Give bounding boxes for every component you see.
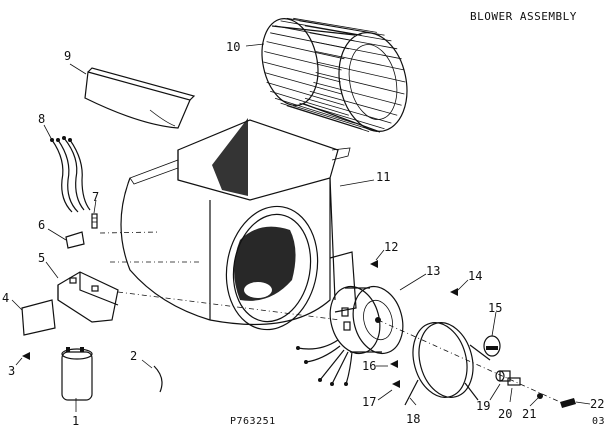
spacer bbox=[495, 370, 511, 382]
mount-screw-16 bbox=[390, 360, 398, 368]
part-label-9: 9 bbox=[64, 49, 71, 63]
cage-blade bbox=[309, 90, 398, 116]
cage-blade bbox=[266, 41, 345, 60]
part-label-2: 2 bbox=[130, 349, 137, 363]
part-label-5: 5 bbox=[38, 251, 45, 265]
capacitor-plate bbox=[21, 299, 56, 336]
motor-mount bbox=[404, 322, 491, 406]
centerline bbox=[377, 319, 561, 403]
cage-blade bbox=[280, 20, 362, 36]
housing-screw bbox=[370, 260, 378, 268]
capacitor-clip bbox=[65, 231, 85, 249]
cage-blade bbox=[313, 41, 402, 60]
part-label-6: 6 bbox=[38, 218, 45, 232]
cage-blade bbox=[309, 32, 398, 50]
cage-blade bbox=[299, 102, 385, 130]
centerline bbox=[99, 231, 161, 234]
cage-blade bbox=[313, 82, 402, 106]
cage-blade bbox=[315, 51, 405, 71]
bolt bbox=[560, 398, 576, 408]
part-label-13: 13 bbox=[426, 264, 440, 278]
cage-blade bbox=[286, 105, 370, 132]
cage-blade bbox=[270, 90, 349, 116]
part-label-1: 1 bbox=[72, 414, 79, 428]
nut bbox=[537, 393, 543, 399]
cage-blade bbox=[293, 105, 378, 132]
wire-harness bbox=[50, 136, 91, 213]
cage-blade bbox=[304, 25, 392, 42]
cage-blade bbox=[304, 97, 392, 124]
cutoff-plate bbox=[84, 67, 196, 129]
cage-blade bbox=[293, 17, 377, 33]
screw bbox=[91, 213, 98, 229]
drawing-code: P763251 bbox=[230, 416, 276, 427]
part-label-22: 22 bbox=[590, 397, 604, 411]
part-label-12: 12 bbox=[384, 240, 398, 254]
part-labels: 1 2 3 4 5 6 7 8 9 10 11 12 13 14 15 16 1… bbox=[2, 40, 604, 428]
part-label-11: 11 bbox=[376, 170, 390, 184]
cage-blade bbox=[280, 102, 362, 130]
motor-screw bbox=[450, 288, 458, 296]
part-label-7: 7 bbox=[92, 190, 99, 204]
part-label-20: 20 bbox=[498, 407, 512, 421]
part-label-4: 4 bbox=[2, 291, 9, 305]
strap bbox=[153, 365, 163, 393]
blower-motor bbox=[296, 285, 404, 386]
cage-blade bbox=[274, 97, 355, 124]
diagram-title: BLOWER ASSEMBLY bbox=[470, 10, 577, 23]
cage-blade bbox=[316, 61, 406, 83]
part-label-8: 8 bbox=[38, 112, 45, 126]
centerline bbox=[117, 291, 341, 321]
part-label-15: 15 bbox=[488, 301, 502, 315]
cage-blade bbox=[264, 72, 342, 95]
capacitor-bracket bbox=[57, 271, 119, 323]
cage-blade bbox=[264, 51, 342, 71]
washer bbox=[507, 377, 521, 386]
mounting-screw bbox=[22, 352, 30, 360]
mount-screw-17 bbox=[392, 380, 400, 388]
part-label-10: 10 bbox=[226, 40, 240, 54]
corner-code: 03 bbox=[592, 416, 605, 427]
cage-blade bbox=[266, 82, 345, 106]
blower-wheel bbox=[261, 17, 408, 133]
blower-housing bbox=[120, 118, 357, 331]
part-label-14: 14 bbox=[468, 269, 482, 283]
part-label-16: 16 bbox=[362, 359, 376, 373]
leader-lines bbox=[11, 43, 591, 412]
cage-blade bbox=[263, 61, 341, 83]
part-label-17: 17 bbox=[362, 395, 376, 409]
part-label-21: 21 bbox=[522, 407, 536, 421]
cage-blade bbox=[299, 20, 385, 36]
part-label-19: 19 bbox=[476, 399, 490, 413]
capacitor bbox=[61, 347, 93, 401]
part-label-3: 3 bbox=[8, 364, 15, 378]
cage-blade bbox=[315, 72, 405, 95]
bushing bbox=[483, 335, 501, 357]
part-label-18: 18 bbox=[406, 412, 420, 426]
